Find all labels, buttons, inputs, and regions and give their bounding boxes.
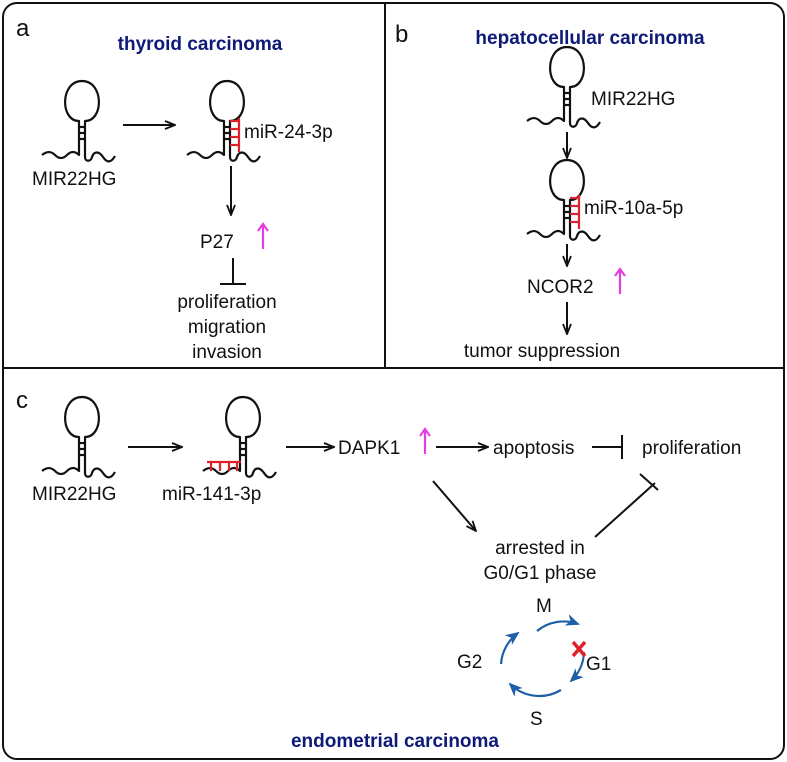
panel-c-target-label: DAPK1 xyxy=(338,438,400,459)
panel-a-target-label: P27 xyxy=(200,232,234,253)
panel-b-target-label: NCOR2 xyxy=(527,277,594,298)
cell-cycle-m-label: M xyxy=(536,596,552,617)
panel-c-letter: c xyxy=(16,387,28,414)
up-arrow-icon xyxy=(256,222,270,251)
panel-c-title: endometrial carcinoma xyxy=(291,731,499,752)
panel-c-apoptosis-label: apoptosis xyxy=(493,438,574,459)
hairpin-rna-icon xyxy=(525,45,602,129)
inhibition-bar-icon xyxy=(594,473,659,538)
panel-b-gene-label: MIR22HG xyxy=(591,89,675,110)
panel-c-gene-label: MIR22HG xyxy=(32,484,116,505)
panel-c-arrest-line-1: arrested in xyxy=(495,538,585,559)
panel-a-letter: a xyxy=(16,15,30,42)
panel-a-outcome-2: migration xyxy=(188,317,266,338)
cross-mark-icon xyxy=(571,640,587,658)
panel-a-outcome-1: proliferation xyxy=(177,292,276,313)
panel-b: b hepatocellular carcinoma MIR22HG miR-1… xyxy=(395,21,705,362)
panel-a: a thyroid carcinoma MIR22HG miR-24-3p P2… xyxy=(16,15,333,363)
panel-b-outcome: tumor suppression xyxy=(464,341,620,362)
hairpin-rna-icon xyxy=(40,79,117,163)
cell-cycle-g2-label: G2 xyxy=(457,652,482,673)
panel-c-proliferation-label: proliferation xyxy=(642,438,741,459)
panel-c: c MIR22HG miR-141-3p DAPK1 apoptosis pro… xyxy=(16,387,741,752)
panel-b-title: hepatocellular carcinoma xyxy=(475,28,705,49)
inhibition-bar-icon xyxy=(592,435,623,459)
panel-a-mirna-label: miR-24-3p xyxy=(244,122,333,143)
panel-a-gene-label: MIR22HG xyxy=(32,169,116,190)
panel-c-arrest-line-2: G0/G1 phase xyxy=(483,563,596,584)
hairpin-rna-icon xyxy=(40,395,117,479)
mirna-binding-icon xyxy=(207,460,241,471)
cell-cycle-g1-label: G1 xyxy=(586,654,611,675)
hairpin-rna-icon xyxy=(201,395,278,479)
panel-b-letter: b xyxy=(395,21,408,48)
mirna-binding-icon xyxy=(570,195,581,229)
cell-cycle-s-label: S xyxy=(530,709,543,730)
inhibition-bar-icon xyxy=(220,258,246,285)
panel-a-title: thyroid carcinoma xyxy=(118,34,283,55)
mirna-binding-icon xyxy=(230,118,241,152)
up-arrow-icon xyxy=(418,427,432,456)
panel-a-outcome-3: invasion xyxy=(192,342,262,363)
panel-c-mirna-label: miR-141-3p xyxy=(162,484,261,505)
up-arrow-icon xyxy=(613,267,627,296)
arrow-c-target-to-arrest xyxy=(432,480,476,531)
panel-b-mirna-label: miR-10a-5p xyxy=(584,198,683,219)
cell-cycle-icon xyxy=(499,614,586,698)
